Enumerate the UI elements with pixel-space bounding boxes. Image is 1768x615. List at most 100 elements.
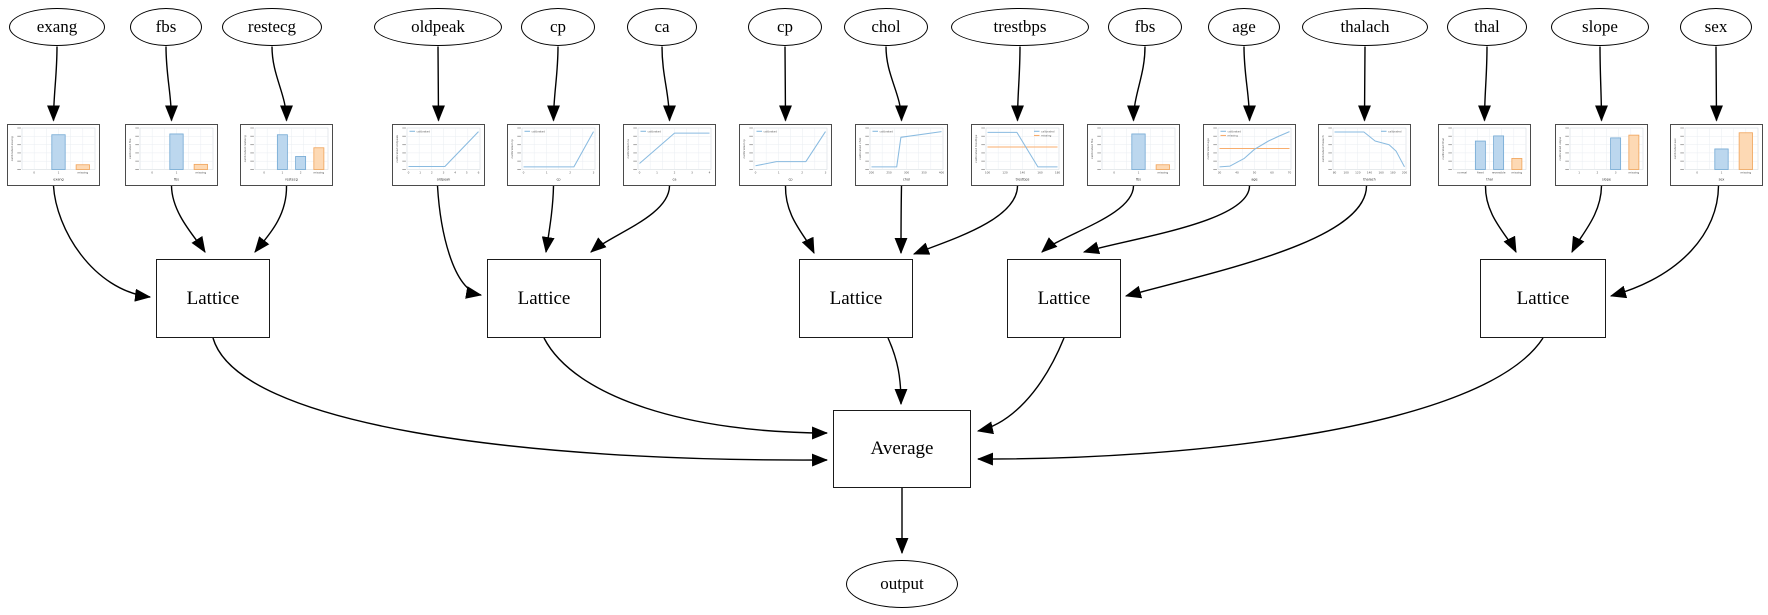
- chart-x-tick: 100: [1344, 170, 1350, 174]
- feature-label: oldpeak: [411, 17, 465, 36]
- edge-chart-fbs-to-lattice: [1041, 185, 1135, 253]
- chart-x-tick: 3: [691, 170, 693, 174]
- calibration-bar-blue: [51, 134, 66, 170]
- chart-x-tick: 350: [921, 170, 927, 174]
- chart-ylabel: calibrated oldpeak: [395, 135, 399, 163]
- legend-entry-calibrated: calibrated: [416, 129, 430, 133]
- chart-x-tick: 180: [1055, 170, 1061, 174]
- calibration-line: [871, 131, 942, 168]
- chart-x-tick: 0: [1113, 170, 1115, 174]
- legend-entry-missing: missing: [1227, 133, 1238, 137]
- chart-x-tick: 40: [1235, 170, 1239, 174]
- feature-label: ca: [654, 17, 670, 36]
- feature-label: thalach: [1340, 17, 1390, 36]
- chart-x-tick: 3: [593, 170, 595, 174]
- edge-chart-fbs-to-lattice: [170, 185, 206, 253]
- calibration-bar-blue: [1610, 137, 1622, 170]
- chart-x-tick: 1: [546, 170, 548, 174]
- feature-label: exang: [36, 17, 78, 36]
- chart-x-tick: 0: [1696, 170, 1698, 174]
- average-label: Average: [870, 438, 934, 459]
- chart-x-tick: 2: [300, 170, 302, 174]
- feature-node-fbs: fbs: [130, 8, 202, 46]
- chart-xlabel: fbs: [174, 177, 179, 181]
- calibration-bar-blue: [295, 156, 307, 170]
- chart-x-tick: 120: [1002, 170, 1008, 174]
- chart-x-tick: 160: [1379, 170, 1385, 174]
- chart-x-tick: missing: [77, 170, 88, 174]
- edge-lattice-1-to-average: [212, 337, 829, 467]
- chart-x-tick: 0: [33, 170, 35, 174]
- legend-entry-calibrated: calibrated: [763, 129, 777, 133]
- edge-thal-to-chart: [1478, 46, 1491, 122]
- chart-x-tick: 0: [408, 170, 410, 174]
- lattice-node-5: Lattice: [1480, 259, 1606, 338]
- feature-node-fbs: fbs: [1108, 8, 1182, 46]
- chart-x-tick: missing: [314, 170, 325, 174]
- chart-x-tick: 120: [1355, 170, 1361, 174]
- chart-x-tick: 0: [523, 170, 525, 174]
- edge-slope-to-chart: [1595, 46, 1608, 122]
- edge-fbs-to-chart: [1127, 46, 1146, 122]
- feature-node-thalach: thalach: [1302, 8, 1428, 46]
- calibration-bar-orange: [1155, 164, 1170, 170]
- edge-chart-ca-to-lattice: [590, 185, 671, 253]
- edge-ca-to-chart: [661, 46, 676, 122]
- calibration-bar-blue: [1714, 148, 1729, 170]
- lattice-node-2: Lattice: [487, 259, 601, 338]
- edge-sex-to-chart: [1710, 46, 1723, 122]
- feature-node-sex: sex: [1680, 8, 1752, 46]
- chart-x-tick: 30: [1218, 170, 1222, 174]
- chart-xlabel: trestbps: [1016, 177, 1030, 181]
- chart-xlabel: thalach: [1363, 177, 1376, 181]
- feature-node-cp: cp: [521, 8, 595, 46]
- chart-x-tick: reversible: [1492, 170, 1506, 174]
- chart-x-tick: 0: [151, 170, 153, 174]
- chart-ylabel: calibrated trestbps: [974, 134, 978, 163]
- chart-x-tick: missing: [1157, 170, 1168, 174]
- feature-node-restecg: restecg: [222, 8, 322, 46]
- edge-age-to-chart: [1243, 46, 1256, 122]
- chart-x-tick: missing: [1740, 170, 1751, 174]
- chart-x-tick: 1: [1721, 170, 1723, 174]
- legend-entry-calibrated: calibrated: [647, 129, 661, 133]
- chart-xlabel: age: [1251, 177, 1257, 181]
- chart-x-tick: 1: [58, 170, 60, 174]
- chart-xlabel: exang: [53, 177, 63, 181]
- calibration-line: [755, 131, 826, 167]
- edge-chart-chol-to-lattice: [894, 185, 908, 255]
- calibrator-chart-exang: calibrated exang 0 1 missing exang: [7, 124, 100, 186]
- feature-label: fbs: [1134, 17, 1156, 36]
- chart-x-tick: 3: [443, 170, 445, 174]
- legend-entry-calibrated: calibrated: [1041, 129, 1055, 133]
- edge-chart-restecg-to-lattice: [254, 185, 288, 253]
- chart-ylabel: calibrated exang: [10, 136, 14, 161]
- chart-x-tick: 0: [639, 170, 641, 174]
- calibration-bar-blue: [1493, 135, 1505, 170]
- output-label: output: [880, 574, 924, 593]
- chart-x-tick: missing: [1512, 170, 1523, 174]
- chart-x-tick: fixed: [1477, 170, 1484, 174]
- chart-ylabel: calibrated cp: [510, 139, 514, 159]
- chart-x-tick: missing: [195, 170, 206, 174]
- feature-label: thal: [1474, 17, 1500, 36]
- feature-label: sex: [1704, 17, 1728, 36]
- lattice-node-4: Lattice: [1007, 259, 1121, 338]
- calibrator-plot-exang: calibrated exang 0 1 missing exang: [10, 127, 96, 181]
- feature-label: cp: [549, 17, 567, 36]
- calibration-bar-orange: [193, 163, 208, 170]
- feature-label: trestbps: [993, 17, 1047, 36]
- chart-x-tick: 80: [1333, 170, 1337, 174]
